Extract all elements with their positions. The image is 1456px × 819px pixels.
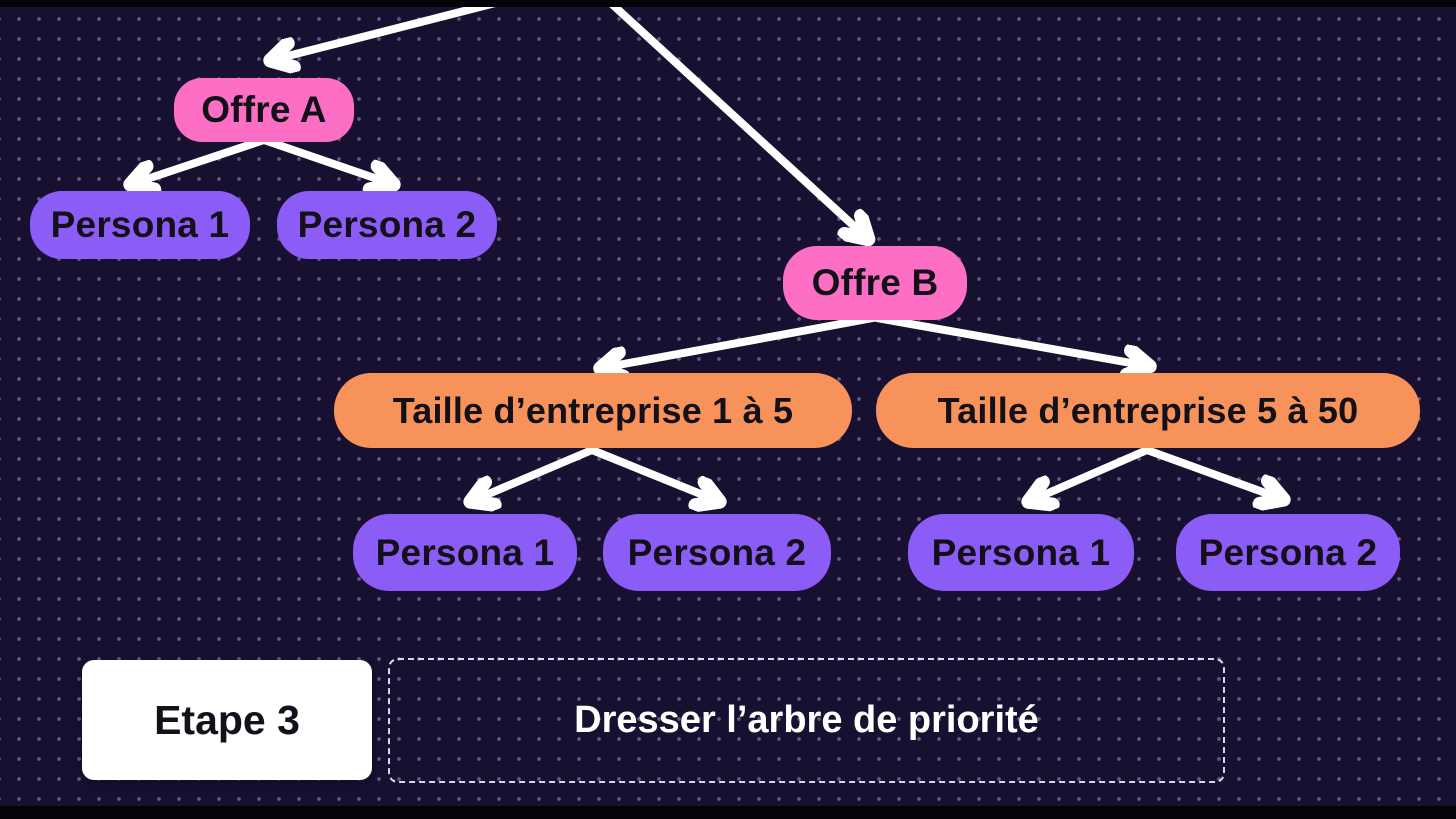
edge-offre-a-to-persona-1 <box>132 136 268 184</box>
node-offre-a: Offre A <box>174 78 354 142</box>
node-persona-2-offre-a: Persona 2 <box>277 191 497 259</box>
node-persona-2-taille-2: Persona 2 <box>1176 514 1400 591</box>
edge-offre-b-to-taille-2 <box>873 314 1148 366</box>
edge-taille-1-to-persona-1 <box>472 446 596 501</box>
node-taille-entreprise-5-50: Taille d’entreprise 5 à 50 <box>876 373 1420 448</box>
node-persona-1-taille-1: Persona 1 <box>353 514 577 591</box>
edge-taille-2-to-persona-2 <box>1143 446 1282 499</box>
node-taille-entreprise-1-5: Taille d’entreprise 1 à 5 <box>334 373 852 448</box>
node-offre-b: Offre B <box>783 246 967 320</box>
edge-offre-b-to-taille-1 <box>602 314 877 368</box>
edge-offre-a-to-persona-2 <box>260 136 392 184</box>
node-persona-1-offre-a: Persona 1 <box>30 191 250 259</box>
edge-root-to-offre-b <box>601 0 867 238</box>
node-persona-2-taille-1: Persona 2 <box>603 514 831 591</box>
node-persona-1-taille-2: Persona 1 <box>908 514 1134 591</box>
edge-root-to-offre-a <box>272 0 524 60</box>
step-label-box: Etape 3 <box>82 660 372 780</box>
letterbox-bar-top <box>0 0 1456 7</box>
letterbox-bar-bottom <box>0 806 1456 819</box>
step-title-box: Dresser l’arbre de priorité <box>388 658 1225 783</box>
edge-taille-2-to-persona-1 <box>1030 446 1151 501</box>
edge-taille-1-to-persona-2 <box>588 446 718 501</box>
